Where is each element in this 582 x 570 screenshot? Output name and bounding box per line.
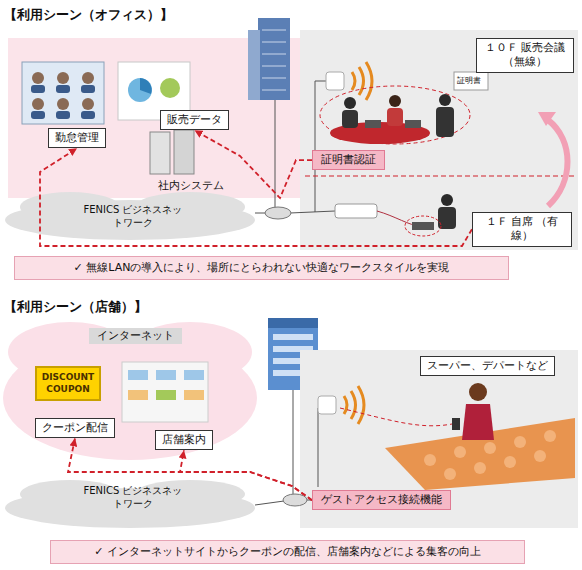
- site-area: [300, 350, 578, 528]
- data-flow-arrow: [40, 148, 472, 246]
- pie-chart: [128, 78, 152, 102]
- node-text: １０Ｆ 販売会議 （無線）: [483, 41, 567, 70]
- node-text: クーポン配信: [42, 421, 108, 435]
- system-box: 勤怠管理: [48, 128, 106, 148]
- network-caption: FENICS ビジネスネットワーク: [80, 203, 186, 229]
- switch: [335, 204, 377, 218]
- wire: [290, 211, 335, 213]
- faces: [32, 72, 94, 110]
- network-caption: FENICS ビジネスネットワーク: [80, 484, 186, 510]
- function-box: 証明書認証: [312, 150, 385, 170]
- node-text: 販売データ: [167, 113, 222, 127]
- router: [283, 494, 307, 506]
- server: [150, 132, 170, 174]
- internet-cloud: [3, 322, 257, 460]
- note-band: ✓ インターネットサイトからクーポンの配信、店舗案内などによる集客の向上: [50, 540, 525, 564]
- network-cloud: [5, 192, 255, 240]
- desk-person: [412, 194, 456, 230]
- move-arrow: [548, 120, 568, 206]
- access-point: [326, 72, 344, 90]
- floor-divider: [305, 176, 575, 177]
- wifi-waves: [344, 386, 364, 424]
- node-text: １Ｆ 自席 （有線）: [479, 215, 565, 244]
- screen: [22, 62, 104, 124]
- system-box: 販売データ: [160, 110, 229, 130]
- shelves: [128, 370, 204, 400]
- wire: [315, 81, 316, 212]
- wire: [318, 408, 319, 487]
- function-box: ゲストアクセス接続機能: [312, 490, 451, 510]
- system-caption: 社内システム: [158, 179, 224, 193]
- office-building: [248, 30, 260, 100]
- shopper: [452, 383, 494, 440]
- service-box: 店舗案内: [155, 430, 213, 450]
- location-box: １０Ｆ 販売会議 （無線）: [476, 38, 574, 73]
- location-box: スーパー、デパートなど: [420, 356, 555, 376]
- note-band: ✓ 無線LANの導入により、場所にとらわれない快適なワークスタイルを実現: [14, 256, 509, 280]
- laptop-highlight: [405, 216, 441, 236]
- certificate-label: 証明書: [457, 75, 481, 86]
- node-text: FENICS ビジネスネットワーク: [80, 203, 186, 229]
- node-text: インターネット: [89, 328, 182, 344]
- pie-slice: [140, 78, 152, 94]
- wire: [315, 81, 326, 82]
- wire: [293, 390, 294, 494]
- move-arrowhead: [538, 112, 556, 126]
- bodies: [31, 85, 95, 119]
- node-text: DISCOUNT COUPON: [39, 372, 97, 395]
- building-windows: [262, 30, 286, 90]
- pie-chart: [160, 78, 180, 98]
- section-heading: 【利用シーン（オフィス）】: [4, 6, 173, 24]
- node-text: ✓ 無線LANの導入により、場所にとらわれない快適なワークスタイルを実現: [23, 261, 500, 275]
- wire: [255, 501, 284, 505]
- node-text: 社内システム: [158, 179, 224, 193]
- site-area: [300, 30, 578, 250]
- store-floor: [122, 362, 208, 422]
- router: [265, 207, 291, 219]
- node-text: 証明書認証: [321, 153, 376, 167]
- node-text: FENICS ビジネスネットワーク: [80, 484, 186, 510]
- meeting-people: [342, 94, 454, 137]
- wifi-waves: [352, 62, 372, 100]
- meeting-highlight: [320, 86, 470, 144]
- office-building: [258, 18, 290, 100]
- node-text: スーパー、デパートなど: [427, 359, 548, 373]
- data-flow-arrow: [180, 450, 312, 500]
- internet-cloud: インターネット DISCOUNT COUPON クーポン配信店舗案内: [5, 318, 260, 466]
- coupon-tag: DISCOUNT COUPON: [35, 366, 101, 401]
- section-heading: 【利用シーン（店舗）】: [4, 298, 147, 316]
- node-text: ✓ インターネットサイトからクーポンの配信、店舗案内などによる集客の向上: [59, 545, 516, 559]
- location-box: １Ｆ 自席 （有線）: [472, 212, 572, 247]
- server: [174, 130, 194, 174]
- store-sign: [268, 318, 318, 328]
- network-cloud: [5, 480, 255, 528]
- node-text: 店舗案内: [162, 433, 206, 447]
- certificate: [454, 72, 488, 90]
- node-text: ゲストアクセス接続機能: [321, 493, 442, 507]
- service-box: クーポン配信: [35, 418, 115, 438]
- access-point: [318, 396, 336, 414]
- node-text: 勤怠管理: [55, 131, 99, 145]
- wireless-link: [340, 408, 452, 426]
